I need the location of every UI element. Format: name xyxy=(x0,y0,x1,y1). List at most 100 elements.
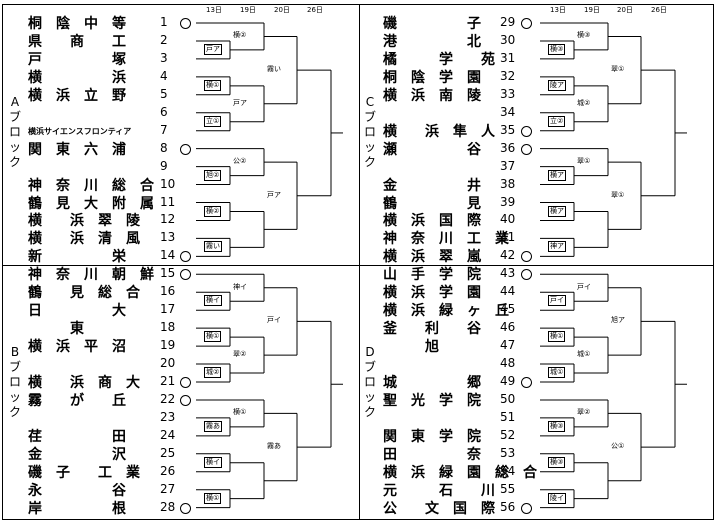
match-result-label: 横③ xyxy=(548,456,566,468)
team-number: 51 xyxy=(500,409,516,424)
match-result-label: 霧あ xyxy=(267,442,281,452)
team-number: 19 xyxy=(160,338,176,353)
match-result-label: 戸イ xyxy=(267,316,281,326)
team-name: 横 浜 翠 陵 xyxy=(28,213,140,230)
team-number: 25 xyxy=(160,445,176,460)
team-number: 14 xyxy=(160,248,176,263)
match-result-label: 旭ア xyxy=(611,316,625,326)
team-name: 横 浜 国 際 xyxy=(383,213,481,230)
team-name: 東 xyxy=(28,321,126,338)
team-number: 10 xyxy=(160,176,176,191)
team-number: 3 xyxy=(160,50,168,65)
team-number: 36 xyxy=(500,140,516,155)
vertical-divider xyxy=(359,4,360,520)
match-result-label: 立② xyxy=(548,115,566,127)
block-label-char: ブ xyxy=(363,110,376,124)
team-name: 横 浜 立 野 xyxy=(28,87,126,104)
team-name: 田 奈 xyxy=(383,446,481,463)
team-number: 50 xyxy=(500,391,516,406)
match-result-label: 翠② xyxy=(577,408,591,418)
team-name: 横 浜 平 沼 xyxy=(28,339,126,356)
team-name: 永 谷 xyxy=(28,482,126,499)
match-result-label: 城① xyxy=(577,350,591,360)
team-number: 42 xyxy=(500,248,516,263)
block-label-char: ク xyxy=(363,405,376,419)
team-number: 29 xyxy=(500,15,516,29)
team-name: 鶴 見 大 附 属 xyxy=(28,195,154,212)
team-number: 18 xyxy=(160,320,176,335)
team-number: 53 xyxy=(500,445,516,460)
team-name: 鶴 見 xyxy=(383,195,481,212)
match-result-label: 戸ア xyxy=(233,98,247,108)
match-result-label: 公① xyxy=(611,442,625,452)
team-name: 荏 田 xyxy=(28,428,126,445)
block-label-char: D xyxy=(365,345,375,359)
team-name: 神 奈 川 工 業 xyxy=(383,231,509,248)
team-number: 41 xyxy=(500,230,516,245)
match-result-label: 戸ア xyxy=(204,43,222,55)
match-result-label: 横③ xyxy=(548,43,566,55)
match-result-label: 旭② xyxy=(204,169,222,181)
team-name: 元 石 川 xyxy=(383,482,495,499)
match-result-label: 戸ア xyxy=(267,190,281,200)
team-number: 54 xyxy=(500,463,516,478)
match-result-label: 横イ xyxy=(204,295,222,307)
seed-marker xyxy=(521,18,532,29)
team-name: 横 浜 清 風 xyxy=(28,231,140,248)
team-number: 12 xyxy=(160,212,176,227)
team-name: 桐 陰 中 等 xyxy=(28,16,126,32)
team-name: 釜 利 谷 xyxy=(383,321,481,338)
team-name: 城 郷 xyxy=(383,375,481,391)
horizontal-divider xyxy=(2,265,714,266)
team-number: 34 xyxy=(500,104,516,119)
team-number: 17 xyxy=(160,302,176,317)
day-header-26: 26日 xyxy=(307,6,323,14)
team-name: 聖 光 学 院 xyxy=(383,392,481,409)
day-header-26-right: 26日 xyxy=(651,6,667,14)
block-label-char: ロ xyxy=(8,125,21,139)
match-result-label: 横① xyxy=(548,331,566,343)
team-number: 21 xyxy=(160,374,176,388)
match-result-label: 戸イ xyxy=(577,282,591,292)
match-result-label: 城② xyxy=(204,367,222,379)
match-result-label: 霧い xyxy=(204,241,222,253)
match-result-label: 横イ xyxy=(204,456,222,468)
block-label-char: C xyxy=(365,95,375,109)
team-name: 磯 子 xyxy=(383,16,481,32)
team-number: 39 xyxy=(500,194,516,209)
team-name: 公 文 国 際 xyxy=(383,500,495,517)
block-label-char: ク xyxy=(8,155,21,169)
seed-marker xyxy=(521,269,532,281)
block-label-char: ッ xyxy=(8,390,21,404)
team-number: 11 xyxy=(160,194,176,209)
team-number: 32 xyxy=(500,68,516,83)
match-result-label: 城② xyxy=(577,98,591,108)
match-result-label: 翠① xyxy=(577,157,591,167)
day-header-13-right: 13日 xyxy=(550,6,566,14)
match-result-label: 公② xyxy=(233,157,247,167)
day-header-20-right: 20日 xyxy=(617,6,633,14)
team-number: 15 xyxy=(160,266,176,281)
match-result-label: 横① xyxy=(204,492,222,504)
team-number: 31 xyxy=(500,50,516,65)
team-number: 2 xyxy=(160,32,168,47)
team-name: 横 浜 学 園 xyxy=(383,285,481,302)
match-result-label: 横③ xyxy=(577,31,591,41)
match-result-label: 陵イ xyxy=(548,492,566,504)
team-number: 40 xyxy=(500,212,516,227)
block-label-char: ロ xyxy=(8,375,21,389)
day-header-13: 13日 xyxy=(206,6,222,14)
match-result-label: 横① xyxy=(204,331,222,343)
team-name: 岸 根 xyxy=(28,500,126,517)
team-number: 48 xyxy=(500,356,516,371)
match-result-label: 城① xyxy=(548,367,566,379)
block-label-char: ク xyxy=(8,405,21,419)
team-number: 13 xyxy=(160,230,176,245)
team-name: 神 奈 川 総 合 xyxy=(28,177,154,194)
team-number: 4 xyxy=(160,68,168,83)
match-result-label: 横ア xyxy=(548,169,566,181)
team-name: 戸 塚 xyxy=(28,51,126,68)
seed-marker xyxy=(180,377,191,388)
